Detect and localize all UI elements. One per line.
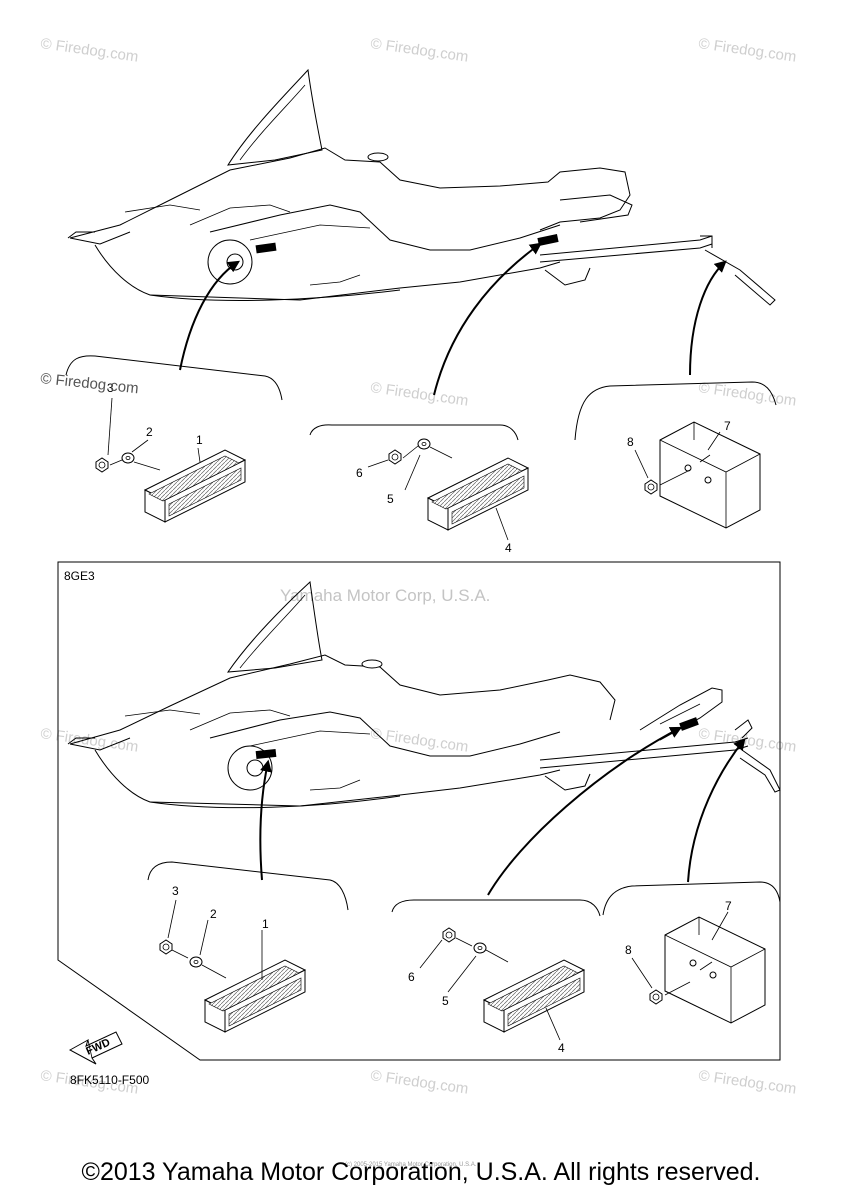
watermark: © Firedog.com xyxy=(39,35,139,66)
watermark: © Firedog.com xyxy=(697,35,797,66)
watermark: © Firedog.com xyxy=(40,370,140,397)
small-copyright: (c) 2005-2015 Yamaha Motor Corporation, … xyxy=(345,1162,477,1168)
callout-2: 2 xyxy=(210,907,217,921)
callout-4: 4 xyxy=(505,541,512,555)
callout-4: 4 xyxy=(558,1041,565,1055)
lower-center-reflector-assembly: 6 5 4 xyxy=(408,927,585,1055)
lower-frame xyxy=(57,561,781,1061)
watermark: © Firedog.com xyxy=(697,379,797,410)
watermark: © Firedog.com xyxy=(369,35,469,66)
lower-pointer-arrows xyxy=(259,726,746,896)
watermark: © Firedog.com xyxy=(697,1067,797,1098)
upper-pointer-arrows xyxy=(179,242,727,396)
callout-7: 7 xyxy=(724,419,731,433)
callout-7: 7 xyxy=(725,899,732,913)
footer-copyright: ©2013 Yamaha Motor Corporation, U.S.A. A… xyxy=(81,1158,761,1186)
lower-left-reflector-assembly: 1 2 3 xyxy=(159,884,306,1033)
callout-8: 8 xyxy=(625,943,632,957)
callout-8: 8 xyxy=(627,435,634,449)
callout-6: 6 xyxy=(356,466,363,480)
watermark: © Firedog.com xyxy=(697,725,797,756)
callout-3: 3 xyxy=(172,884,179,898)
upper-center-reflector-assembly: 6 5 4 xyxy=(356,438,529,555)
brand-watermark: Yamaha Motor Corp, U.S.A. xyxy=(280,586,490,605)
upper-left-reflector-assembly: 1 2 3 © Firedog.com xyxy=(40,370,246,523)
upper-group-brackets xyxy=(65,355,777,441)
upper-snowmobile xyxy=(67,68,776,306)
watermark: © Firedog.com xyxy=(369,379,469,410)
callout-1: 1 xyxy=(262,917,269,931)
watermark: © Firedog.com xyxy=(369,1067,469,1098)
callout-3: 3 xyxy=(107,381,114,395)
fwd-arrow-icon: FWD xyxy=(68,1031,123,1065)
model-code-label: 8GE3 xyxy=(64,569,95,583)
callout-5: 5 xyxy=(387,492,394,506)
diagram-code: 8FK5110-F500 xyxy=(70,1073,149,1087)
callout-2: 2 xyxy=(146,425,153,439)
upper-right-plate-assembly: 8 7 xyxy=(627,419,761,529)
lower-snowmobile xyxy=(67,580,781,809)
callout-5: 5 xyxy=(442,994,449,1008)
lower-group-brackets xyxy=(147,861,781,917)
callout-1: 1 xyxy=(196,433,203,447)
callout-6: 6 xyxy=(408,970,415,984)
lower-right-plate-assembly: 8 7 xyxy=(625,899,766,1024)
